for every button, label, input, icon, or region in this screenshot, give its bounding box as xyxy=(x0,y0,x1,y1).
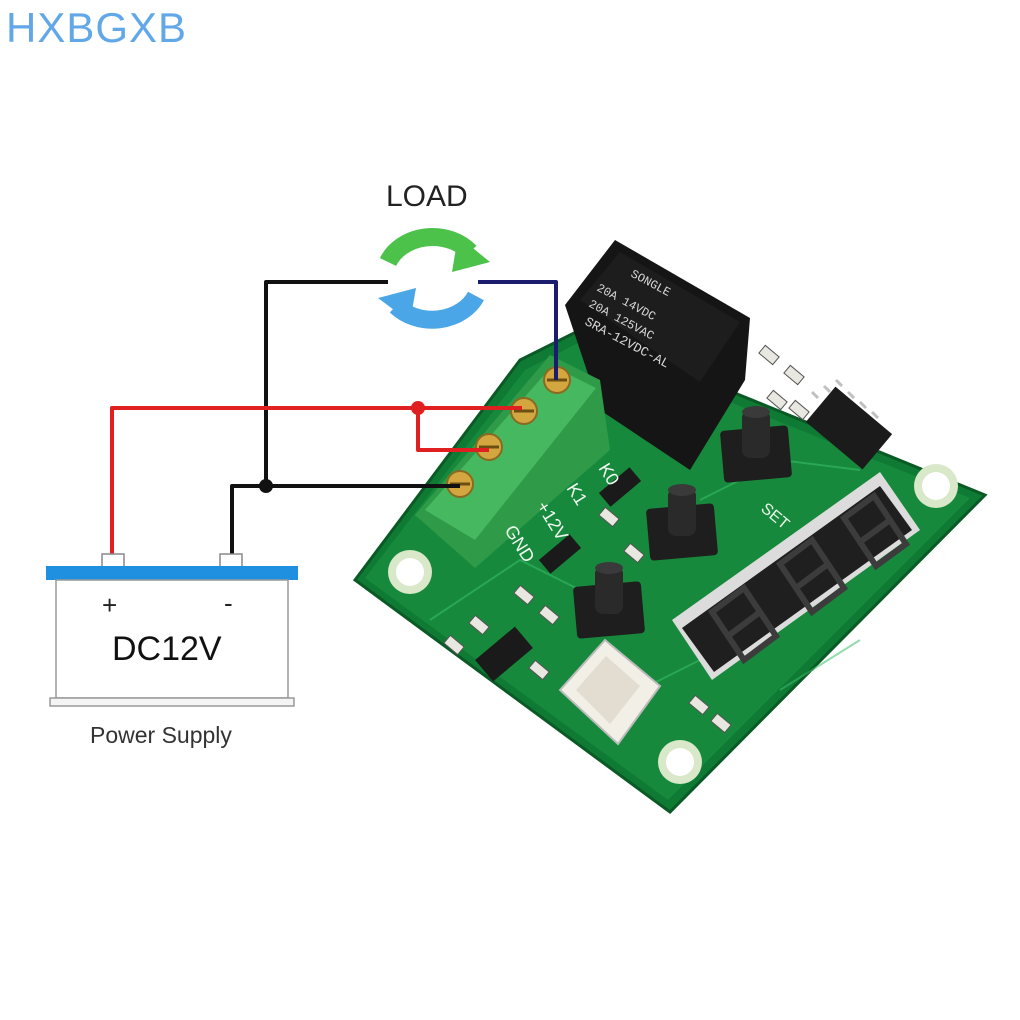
power-supply-caption: Power Supply xyxy=(90,722,232,748)
power-supply xyxy=(46,553,298,707)
seven-segment-display xyxy=(672,472,920,680)
thermostat-board: SET SONGLE 20A 14VDC 20A 125VAC SRA-12VD… xyxy=(352,240,988,814)
button-up[interactable] xyxy=(646,484,718,561)
screw-terminal-3 xyxy=(510,397,538,425)
battery-body xyxy=(55,579,289,699)
wire-positive xyxy=(110,406,522,558)
smd-components xyxy=(443,344,810,734)
wire-positive-12v xyxy=(416,408,489,452)
screw-terminal-2 xyxy=(475,433,503,461)
smd-diodes xyxy=(475,467,642,682)
load-label: LOAD xyxy=(386,180,468,213)
positive-terminal xyxy=(101,553,125,569)
voltage-label: DC12V xyxy=(112,630,222,668)
button-down[interactable] xyxy=(573,562,645,639)
load-cycle-icon xyxy=(378,227,490,329)
positive-symbol: + xyxy=(102,590,118,620)
wire-load-k0 xyxy=(478,280,558,380)
mounting-hole xyxy=(388,550,432,594)
battery-top xyxy=(46,566,298,580)
battery-base xyxy=(49,697,295,707)
sensor-connector xyxy=(558,638,662,746)
wire-ground xyxy=(230,484,460,558)
negative-terminal xyxy=(219,553,243,569)
button-set[interactable] xyxy=(720,406,792,483)
relay: SONGLE 20A 14VDC 20A 125VAC SRA-12VDC-AL xyxy=(565,240,750,470)
mounting-hole xyxy=(914,464,958,508)
wire-load-return xyxy=(264,280,388,486)
junction-ground xyxy=(259,479,273,493)
mounting-hole xyxy=(658,740,702,784)
ic-chip xyxy=(805,378,893,470)
brand-watermark: HXBGXB xyxy=(6,4,188,51)
negative-symbol: - xyxy=(224,588,233,618)
junction-positive xyxy=(411,401,425,415)
